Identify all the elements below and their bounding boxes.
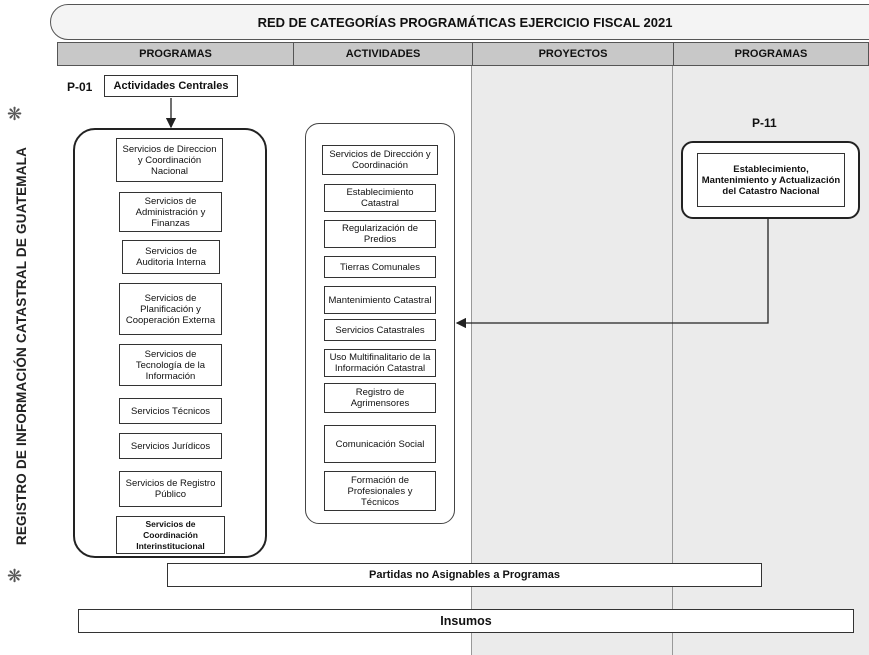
p01-activity: Servicios de Planificación y Cooperación… (119, 283, 222, 335)
p11-name: Establecimiento, Mantenimiento y Actuali… (697, 153, 845, 207)
p01-name: Actividades Centrales (104, 75, 238, 97)
p11-arrow (455, 219, 769, 329)
p11-activity: Registro de Agrimensores (324, 383, 436, 413)
column-divider (471, 66, 472, 655)
header-actividades: ACTIVIDADES (293, 42, 473, 66)
diagram-title: RED DE CATEGORÍAS PROGRAMÁTICAS EJERCICI… (50, 4, 869, 40)
proyectos-column-bg (472, 66, 673, 655)
emblem-icon: ❋ (7, 566, 23, 586)
p01-activity: Servicios de Administración y Finanzas (119, 192, 222, 232)
header-programas: PROGRAMAS (57, 42, 294, 66)
p01-activity: Servicios de Tecnología de la Informació… (119, 344, 222, 386)
column-divider (672, 66, 673, 655)
p11-activity: Regularización de Predios (324, 220, 436, 248)
p11-activity: Servicios de Dirección y Coordinación (322, 145, 438, 175)
p11-activity: Tierras Comunales (324, 256, 436, 278)
emblem-icon: ❋ (7, 104, 23, 124)
p01-code: P-01 (67, 80, 93, 94)
p11-activity: Comunicación Social (324, 425, 436, 463)
p11-activity: Formación de Profesionales y Técnicos (324, 471, 436, 511)
partidas-bar: Partidas no Asignables a Programas (167, 563, 762, 587)
p11-activity: Servicios Catastrales (324, 319, 436, 341)
insumos-bar: Insumos (78, 609, 854, 633)
header-proyectos: PROYECTOS (472, 42, 674, 66)
p01-activity: Servicios Jurídicos (119, 433, 222, 459)
p01-activity: Servicios de Coordinación Interinstituci… (116, 516, 225, 554)
p01-activity: Servicios de Direccion y Coordinación Na… (116, 138, 223, 182)
p11-activity: Establecimiento Catastral (324, 184, 436, 212)
p01-activity: Servicios Técnicos (119, 398, 222, 424)
p11-code: P-11 (752, 116, 777, 130)
p11-activity: Uso Multifinalitario de la Información C… (324, 349, 436, 377)
p01-activity: Servicios de Registro Público (119, 471, 222, 507)
p01-activity: Servicios de Auditoria Interna (122, 240, 220, 274)
p11-activity: Mantenimiento Catastral (324, 286, 436, 314)
header-programas-2: PROGRAMAS (673, 42, 869, 66)
